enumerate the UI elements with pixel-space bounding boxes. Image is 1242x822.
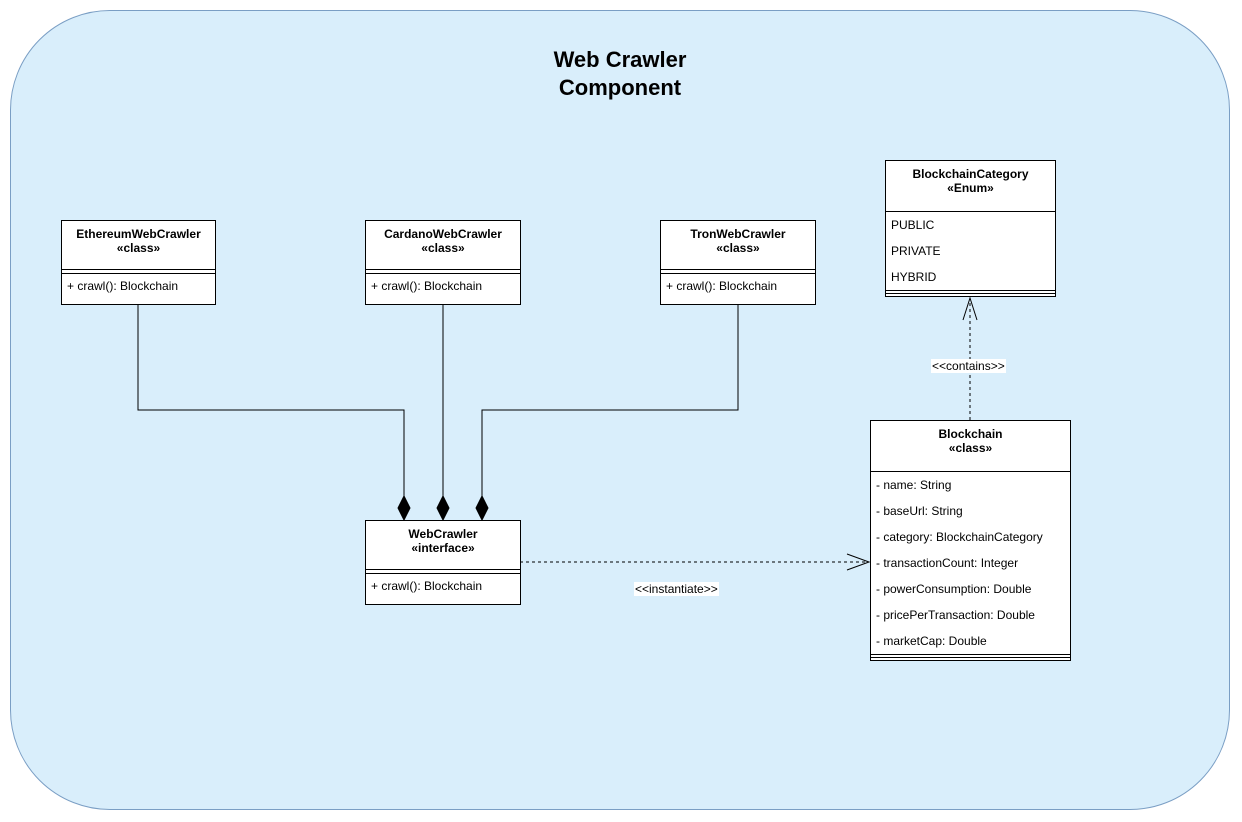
cardano-composition-diamond bbox=[436, 494, 450, 522]
attribute-category: - category: BlockchainCategory bbox=[876, 530, 1043, 544]
attribute-transaction-count: - transactionCount: Integer bbox=[876, 556, 1019, 570]
attribute-price-per-transaction: - pricePerTransaction: Double bbox=[876, 608, 1035, 622]
enum-name: BlockchainCategory bbox=[912, 167, 1029, 181]
instantiate-relation-label: <<instantiate>> bbox=[634, 582, 719, 596]
attributes-compartment bbox=[62, 270, 215, 274]
ethereum-composition-diamond bbox=[397, 494, 411, 522]
operation-crawl: + crawl(): Blockchain bbox=[666, 279, 778, 293]
operation-crawl: + crawl(): Blockchain bbox=[371, 579, 483, 593]
blockchain-class[interactable]: Blockchain «class» - name: String - base… bbox=[870, 420, 1071, 661]
component-title: Web Crawler Component bbox=[470, 46, 770, 102]
cardano-webcrawler-class[interactable]: CardanoWebCrawler «class» + crawl(): Blo… bbox=[365, 220, 521, 305]
attribute-market-cap: - marketCap: Double bbox=[876, 634, 987, 648]
class-stereotype: «class» bbox=[116, 241, 161, 255]
class-stereotype: «class» bbox=[421, 241, 465, 255]
operation-crawl: + crawl(): Blockchain bbox=[371, 279, 483, 293]
class-name: TronWebCrawler bbox=[690, 227, 786, 241]
attributes-compartment bbox=[366, 570, 520, 574]
enum-literal: PRIVATE bbox=[891, 244, 941, 258]
ethereum-webcrawler-header: EthereumWebCrawler «class» bbox=[62, 221, 215, 270]
contains-arrowhead bbox=[962, 296, 978, 321]
enum-literal: PUBLIC bbox=[891, 218, 935, 232]
contains-relation-label: <<contains>> bbox=[931, 359, 1006, 373]
class-name: EthereumWebCrawler bbox=[76, 227, 201, 241]
blockchain-header: Blockchain «class» bbox=[871, 421, 1070, 472]
class-name: Blockchain bbox=[938, 427, 1003, 441]
instantiate-arrowhead bbox=[846, 553, 871, 571]
component-title-line-2: Component bbox=[558, 75, 682, 100]
class-stereotype: «class» bbox=[948, 441, 993, 455]
tron-composition-diamond bbox=[475, 494, 489, 522]
tron-webcrawler-class[interactable]: TronWebCrawler «class» + crawl(): Blockc… bbox=[660, 220, 816, 305]
class-name: CardanoWebCrawler bbox=[384, 227, 502, 241]
attributes-compartment bbox=[366, 270, 520, 274]
ethereum-composition-line bbox=[137, 304, 405, 498]
attribute-name: - name: String bbox=[876, 478, 952, 492]
blockchain-category-header: BlockchainCategory «Enum» bbox=[886, 161, 1055, 212]
cardano-webcrawler-header: CardanoWebCrawler «class» bbox=[366, 221, 520, 270]
operations-compartment bbox=[871, 654, 1070, 658]
ethereum-webcrawler-class[interactable]: EthereumWebCrawler «class» + crawl(): Bl… bbox=[61, 220, 216, 305]
tron-composition-line bbox=[481, 304, 739, 498]
class-stereotype: «class» bbox=[716, 241, 760, 255]
operation-crawl: + crawl(): Blockchain bbox=[67, 279, 179, 293]
interface-name: WebCrawler bbox=[408, 527, 478, 541]
webcrawler-header: WebCrawler «interface» bbox=[366, 521, 520, 570]
attribute-base-url: - baseUrl: String bbox=[876, 504, 963, 518]
enum-stereotype: «Enum» bbox=[947, 181, 994, 195]
attribute-power-consumption: - powerConsumption: Double bbox=[876, 582, 1032, 596]
blockchain-category-enum[interactable]: BlockchainCategory «Enum» PUBLIC PRIVATE… bbox=[885, 160, 1056, 297]
enum-literal: HYBRID bbox=[891, 270, 937, 284]
interface-stereotype: «interface» bbox=[411, 541, 475, 555]
component-title-line-1: Web Crawler bbox=[553, 47, 687, 72]
tron-webcrawler-header: TronWebCrawler «class» bbox=[661, 221, 815, 270]
webcrawler-interface[interactable]: WebCrawler «interface» + crawl(): Blockc… bbox=[365, 520, 521, 605]
attributes-compartment bbox=[661, 270, 815, 274]
enum-operations-compartment bbox=[886, 290, 1055, 294]
